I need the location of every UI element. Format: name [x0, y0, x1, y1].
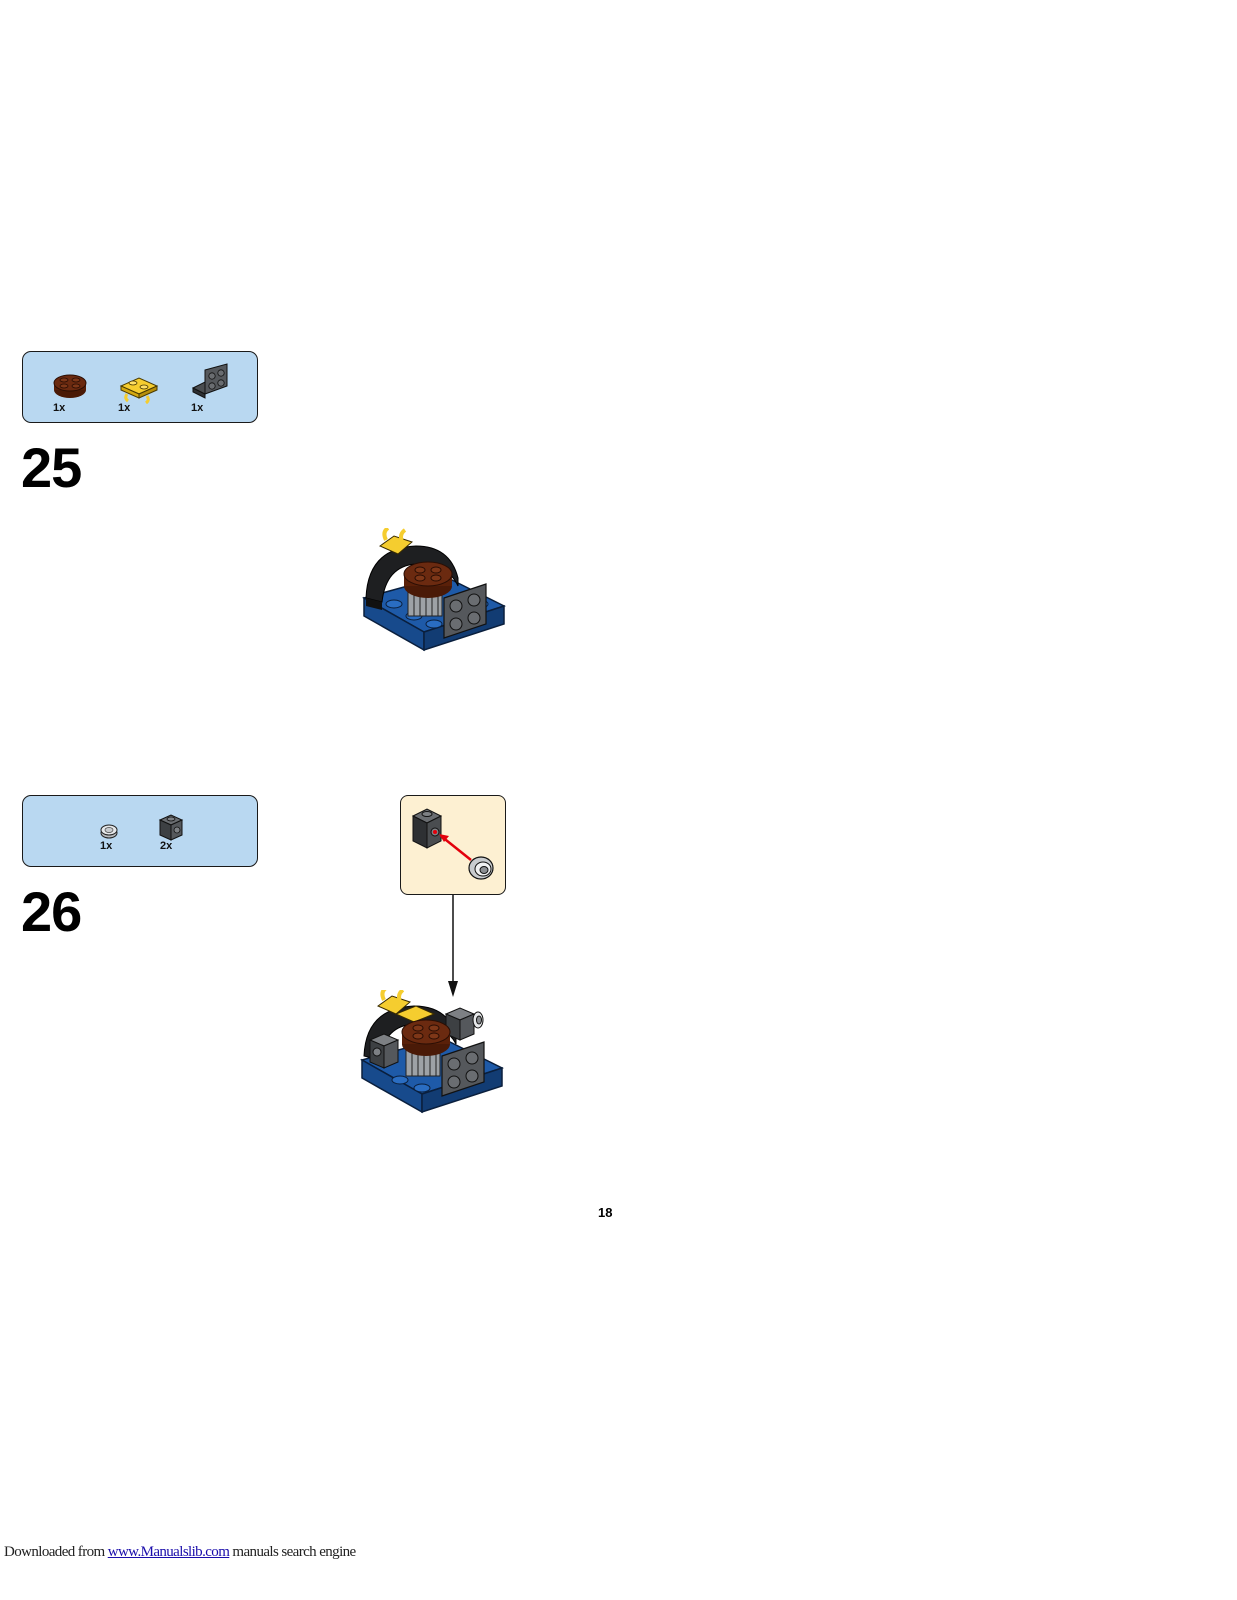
brick-with-stud-dark-gray-icon — [158, 814, 184, 841]
part-quantity: 2x — [160, 840, 173, 852]
round-tile-light-gray-icon — [100, 824, 118, 839]
bracket-plate-dark-gray-icon — [191, 363, 228, 399]
part-quantity: 1x — [100, 840, 113, 852]
insert-arrow — [440, 835, 472, 861]
step-number: 26 — [21, 880, 82, 943]
step-25-parts-list: 1x 1x 1x — [22, 351, 258, 423]
manualslib-link[interactable]: www.Manualslib.com — [107, 1544, 230, 1560]
part-quantity: 1x — [118, 402, 131, 414]
step-25-model-illustration — [362, 528, 506, 652]
part-quantity: 1x — [191, 402, 204, 414]
footer-suffix: manuals search engine — [232, 1544, 356, 1560]
sub-assembly-callout — [400, 795, 506, 895]
callout-connector-arrow — [448, 895, 458, 997]
step-26-model-illustration — [360, 990, 504, 1114]
step-number: 25 — [21, 436, 82, 499]
sub-assembly-illustration — [411, 808, 494, 880]
round-plate-brown-icon — [53, 374, 87, 398]
part-quantity: 1x — [53, 402, 66, 414]
page-number: 18 — [598, 1205, 613, 1220]
step-26-parts-list: 1x 2x — [22, 795, 258, 867]
download-footer: Downloaded from www.Manualslib.com manua… — [4, 1544, 356, 1561]
plate-with-clips-yellow-icon — [119, 377, 159, 404]
footer-prefix: Downloaded from — [4, 1544, 105, 1560]
